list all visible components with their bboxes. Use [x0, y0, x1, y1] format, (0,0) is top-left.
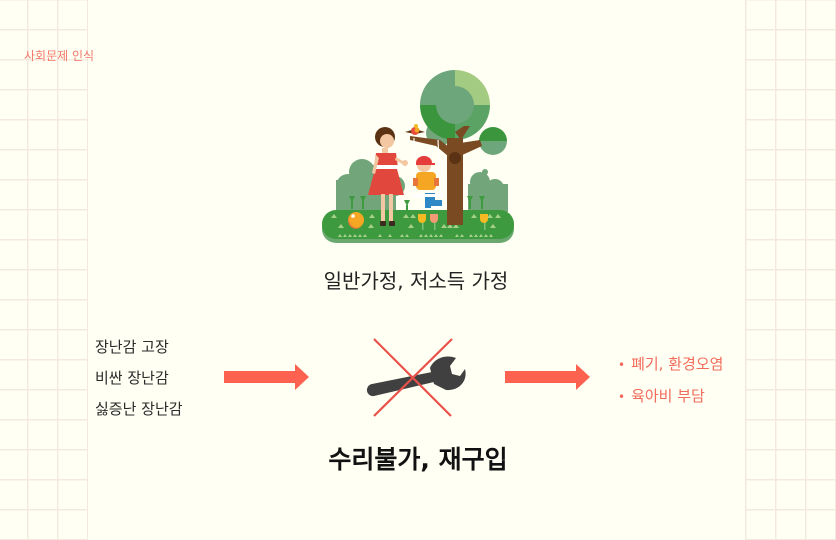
grid-background-right	[745, 0, 836, 540]
arrow-right-icon	[224, 364, 309, 390]
cause-item: 장난감 고장	[95, 338, 169, 356]
section-label: 사회문제 인식	[24, 49, 95, 63]
cause-item: 싫증난 장난감	[95, 400, 183, 418]
arrow-right-icon	[505, 364, 590, 390]
cause-item: 비싼 장난감	[95, 369, 169, 387]
family-park-illustration	[318, 62, 522, 248]
grid-background-left	[0, 0, 88, 540]
causes-list: 장난감 고장 비싼 장난감 싫증난 장난감	[95, 336, 183, 429]
household-caption-text: 일반가정, 저소득 가정	[323, 269, 509, 293]
effect-item-label: 폐기, 환경오염	[631, 355, 724, 373]
bullet-icon: •	[618, 390, 626, 404]
effect-item-label: 육아비 부담	[631, 387, 705, 405]
effect-item: • 폐기, 환경오염	[618, 352, 723, 384]
repair-caption: 수리불가, 재구입	[328, 445, 508, 474]
effects-list: • 폐기, 환경오염 • 육아비 부담	[618, 352, 723, 416]
bullet-icon: •	[618, 358, 626, 372]
effect-item: • 육아비 부담	[618, 384, 723, 416]
broken-wrench-icon	[366, 338, 466, 417]
household-caption: 일반가정, 저소득 가정	[0, 265, 836, 294]
